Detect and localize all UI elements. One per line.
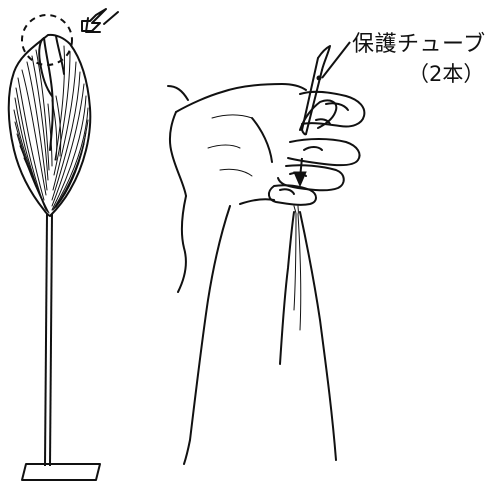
petal-outline xyxy=(7,33,92,217)
hollow-arrow-icon xyxy=(81,8,119,33)
callout-label-quantity: （2本） xyxy=(408,62,485,86)
hand-figure xyxy=(167,41,366,465)
callout-label-protective-tube: 保護チューブ xyxy=(352,32,486,57)
stand-base xyxy=(21,463,101,481)
hand-outline xyxy=(175,83,307,113)
stand-stem xyxy=(44,213,53,467)
callout-leader xyxy=(321,41,351,79)
petal-hatching xyxy=(13,45,89,214)
hanging-string xyxy=(279,205,337,461)
dashed-highlight-circle xyxy=(21,14,73,66)
down-arrow-icon xyxy=(293,157,307,188)
flower-figure xyxy=(7,8,119,481)
